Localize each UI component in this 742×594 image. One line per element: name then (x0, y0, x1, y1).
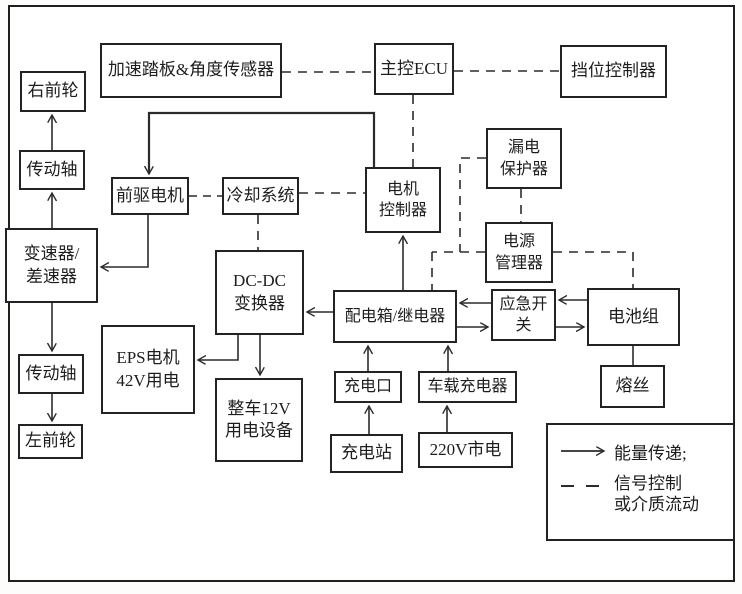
node-label: 主控ECU (380, 58, 448, 78)
node-label: 220V市电 (429, 439, 502, 459)
node-label: 整车12V 用电设备 (225, 398, 293, 440)
node-eps-motor-42v: EPS电机 42V用电 (101, 325, 195, 414)
edge-motor-controller-to-front-motor (149, 111, 376, 174)
node-label: 充电口 (343, 378, 392, 396)
node-label: 冷却系统 (226, 185, 295, 205)
node-battery-pack: 电池组 (587, 288, 680, 346)
legend-energy-arrow-icon (561, 444, 610, 458)
node-label: 车载充电器 (427, 378, 508, 396)
node-emergency-switch: 应急开关 (491, 289, 556, 341)
node-main-ecu: 主控ECU (374, 43, 454, 95)
node-fuse: 熔丝 (600, 365, 665, 408)
legend-signal-label: 信号控制 或介质流动 (614, 474, 699, 515)
edge-front-motor-to-transmission (101, 215, 149, 267)
node-drive-shaft-lower: 传动轴 (18, 354, 84, 394)
node-label: DC-DC 变换器 (233, 271, 286, 313)
legend-energy-label: 能量传递; (614, 444, 687, 463)
edge-power-manager-to-battery (553, 251, 634, 288)
node-leakage-protector: 漏电 保护器 (486, 128, 562, 189)
node-label: 配电箱/继电器 (344, 307, 446, 325)
node-accel-pedal-angle-sensor: 加速踏板&角度传感器 (100, 43, 282, 98)
node-power-manager: 电源 管理器 (485, 222, 553, 283)
node-label: 电池组 (608, 306, 659, 326)
node-label: 充电站 (341, 443, 392, 463)
node-label: 电源 管理器 (494, 233, 543, 272)
node-distribution-box-relay: 配电箱/继电器 (333, 290, 457, 343)
node-transmission-differential: 变速器/ 差速器 (5, 228, 98, 303)
edge-leakage-to-signal-bus (459, 157, 486, 252)
node-label: 前驱电机 (116, 185, 184, 205)
node-vehicle-12v-loads: 整车12V 用电设备 (215, 378, 303, 462)
legend-box: 能量传递; 信号控制 或介质流动 (546, 423, 735, 541)
node-right-front-wheel: 右前轮 (20, 71, 86, 112)
edge-dcdc-to-eps (198, 335, 239, 360)
node-charging-station: 充电站 (330, 434, 403, 473)
node-label: 加速踏板&角度传感器 (107, 60, 275, 80)
node-label: 应急开关 (499, 295, 548, 334)
node-mains-220v: 220V市电 (418, 432, 513, 468)
node-drive-shaft-upper: 传动轴 (19, 150, 85, 190)
node-label: 熔丝 (615, 376, 650, 396)
node-label: 传动轴 (26, 159, 78, 179)
node-charging-port: 充电口 (334, 371, 402, 403)
node-motor-controller: 电机 控制器 (365, 167, 441, 233)
node-label: 电机 控制器 (378, 180, 427, 219)
node-label: 右前轮 (27, 81, 79, 101)
node-label: 传动轴 (25, 363, 77, 383)
node-label: 漏电 保护器 (499, 139, 548, 178)
node-label: 挡位控制器 (571, 61, 656, 81)
legend-signal-dash-icon (561, 485, 606, 487)
node-dcdc-converter: DC-DC 变换器 (215, 250, 304, 335)
node-label: 左前轮 (25, 431, 76, 451)
node-left-front-wheel: 左前轮 (18, 424, 83, 459)
node-cooling-system: 冷却系统 (222, 177, 299, 215)
node-label: EPS电机 42V用电 (116, 348, 180, 390)
node-gear-controller: 挡位控制器 (560, 45, 667, 98)
node-onboard-charger: 车载充电器 (418, 371, 517, 403)
node-front-drive-motor: 前驱电机 (111, 177, 189, 215)
node-label: 变速器/ 差速器 (23, 244, 80, 286)
